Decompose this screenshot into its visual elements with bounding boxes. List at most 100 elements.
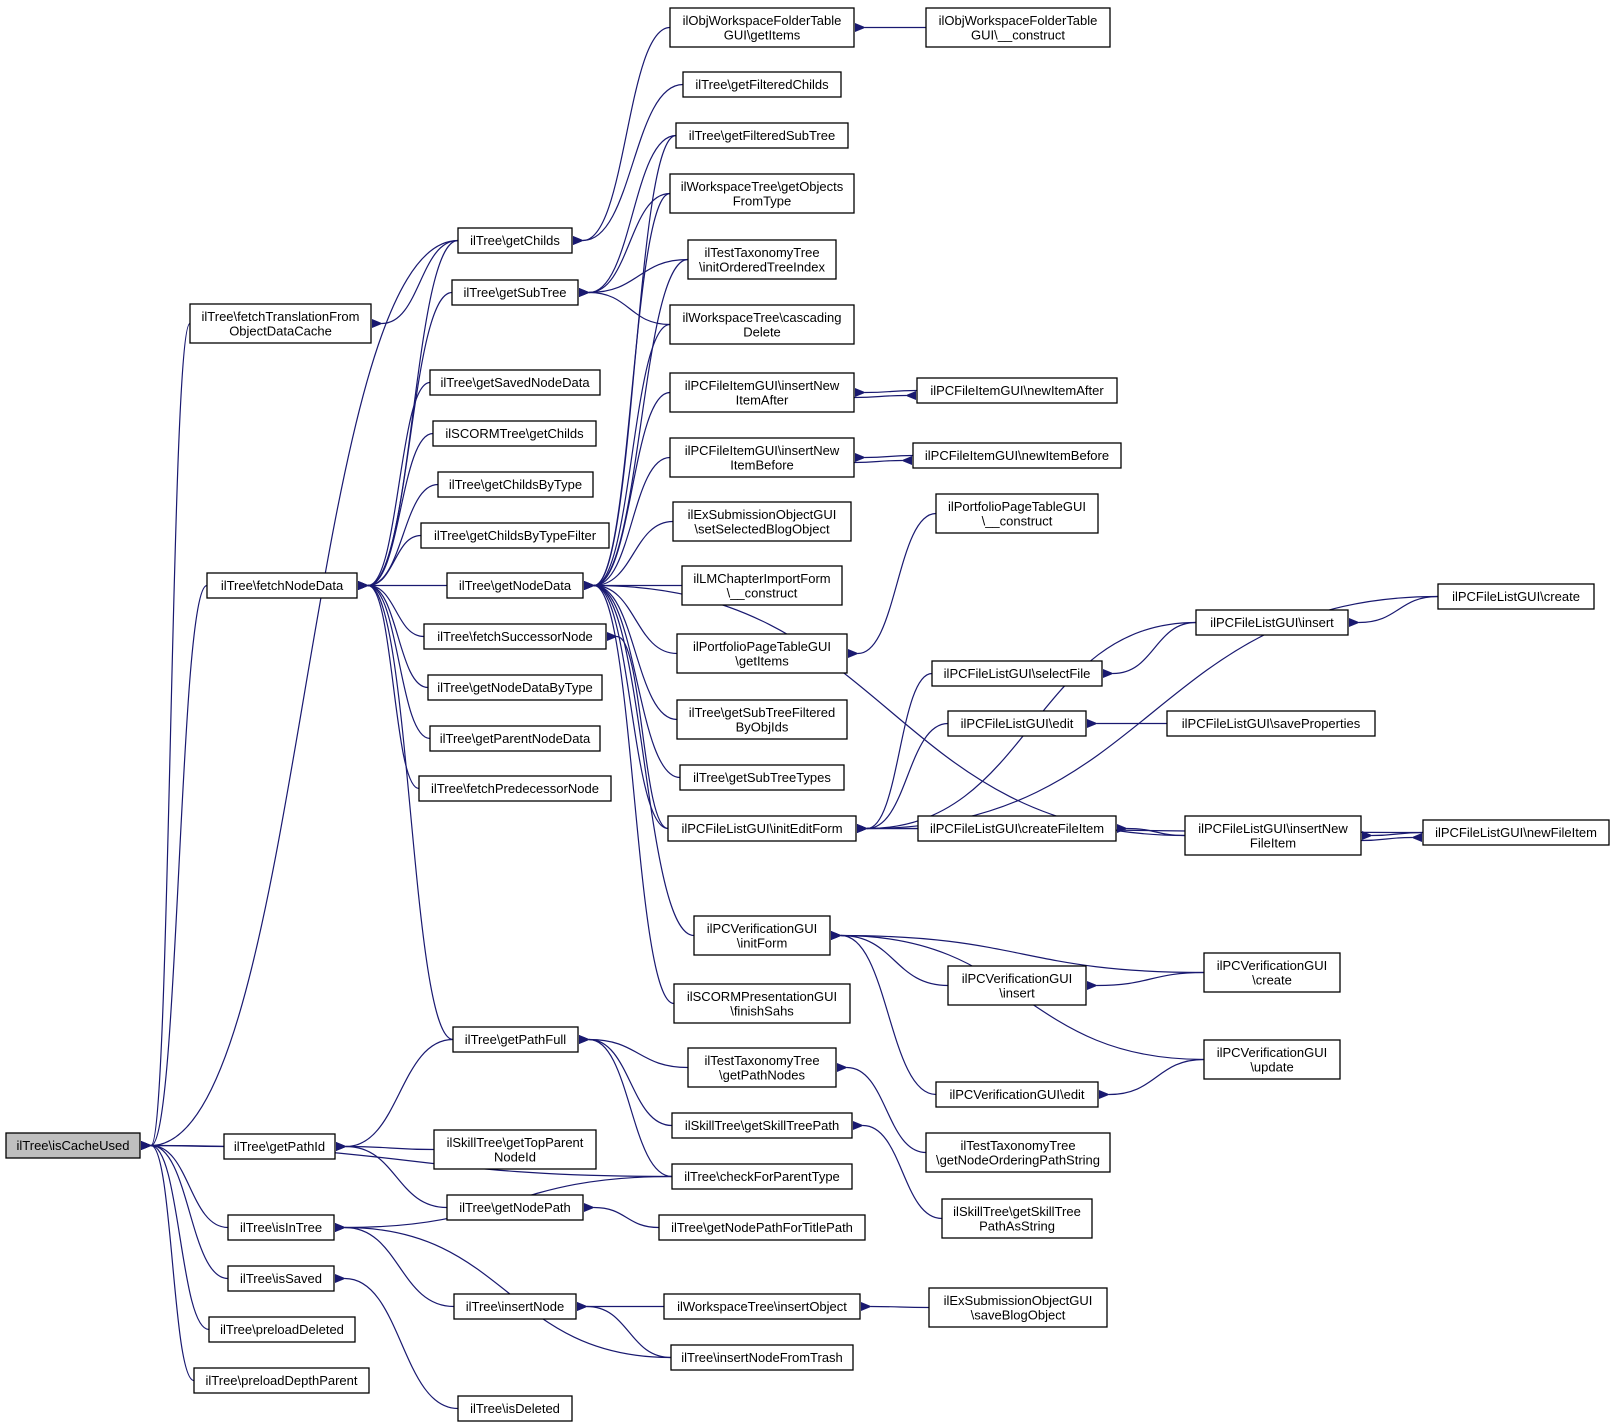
node-box xyxy=(669,372,855,413)
node-getChilds: ilTree\getChilds xyxy=(457,227,573,254)
node-box xyxy=(676,633,848,674)
node-box xyxy=(941,1198,1093,1239)
node-fetchNodeData: ilTree\fetchNodeData xyxy=(206,572,358,599)
node-box xyxy=(446,572,584,599)
node-getNodeDataByType: ilTree\getNodeDataByType xyxy=(427,674,603,701)
node-label: ilPCFileListGUI\selectFile xyxy=(944,666,1091,681)
node-label: ilSkillTree\getSkillTreePath xyxy=(685,1118,839,1133)
node-label: ilSCORMPresentationGUI xyxy=(687,989,837,1004)
node-box xyxy=(682,71,842,98)
node-box xyxy=(671,1163,853,1190)
edge-isSaved-isDeleted xyxy=(334,1273,459,1410)
edge-portfolioGetItems-portfolioConstruct xyxy=(847,512,937,659)
node-label: ObjectDataCache xyxy=(229,323,332,338)
node-label: ilTestTaxonomyTree xyxy=(960,1138,1075,1153)
node-label: ilTree\insertNodeFromTrash xyxy=(681,1350,843,1365)
node-label: ilSkillTree\getSkillTree xyxy=(953,1204,1081,1219)
node-pcFileListSaveProperties: ilPCFileListGUI\saveProperties xyxy=(1166,710,1376,737)
node-box xyxy=(675,122,849,149)
edge-wsInsertObject-exSubSaveBlogObject xyxy=(860,1301,930,1311)
edge-pcFileItemInsertNewItemBefore-pcFileItemNewItemBefore xyxy=(854,453,914,463)
edge-fetchNodeData-getPathFull xyxy=(357,580,454,1041)
node-pcFileItemNewItemBefore: ilPCFileItemGUI\newItemBefore xyxy=(912,442,1122,469)
node-label: ilObjWorkspaceFolderTable xyxy=(939,13,1098,28)
node-box xyxy=(676,699,848,740)
node-box xyxy=(947,710,1087,737)
node-label: ilPCVerificationGUI xyxy=(707,921,818,936)
node-label: ilLMChapterImportForm xyxy=(693,571,830,586)
node-box xyxy=(673,983,851,1024)
node-label: ilTree\getNodeDataByType xyxy=(437,680,593,695)
node-exSubSaveBlogObject: ilExSubmissionObjectGUI\saveBlogObject xyxy=(928,1287,1108,1328)
node-label: ilTree\isInTree xyxy=(240,1220,322,1235)
node-box xyxy=(916,377,1118,404)
node-getNodePathForTitlePath: ilTree\getNodePathForTitlePath xyxy=(658,1214,866,1241)
node-isSaved: ilTree\isSaved xyxy=(227,1265,335,1292)
node-label: ilTree\fetchTranslationFrom xyxy=(202,309,360,324)
node-label: ilExSubmissionObjectGUI xyxy=(688,507,837,522)
node-fetchTranslationFromObjectDataCache: ilTree\fetchTranslationFromObjectDataCac… xyxy=(189,303,372,344)
node-label: ilTree\insertNode xyxy=(466,1299,565,1314)
node-box xyxy=(453,1293,577,1320)
node-box xyxy=(928,1287,1108,1328)
node-scormPresFinishSahs: ilSCORMPresentationGUI\finishSahs xyxy=(673,983,851,1024)
node-label: FileItem xyxy=(1250,835,1296,850)
node-box xyxy=(1203,952,1341,993)
node-box xyxy=(208,1316,356,1343)
node-label: ilPCFileItemGUI\insertNew xyxy=(685,443,840,458)
node-box xyxy=(223,1133,336,1160)
node-label: ilPCFileListGUI\insertNew xyxy=(1198,821,1348,836)
edge-getNodeData-scormPresFinishSahs xyxy=(583,580,675,1005)
edge-fetchNodeData-fetchSuccessorNode xyxy=(357,580,425,638)
edge-isInTree-insertNodeFromTrash xyxy=(334,1222,672,1359)
node-box xyxy=(427,674,603,701)
node-pcFileListSelectFile: ilPCFileListGUI\selectFile xyxy=(931,660,1103,687)
node-box xyxy=(429,725,601,752)
edge-pcFileListSelectFile-pcFileListInsert xyxy=(1102,621,1197,679)
edge-getChilds-objWsFolderGetItems xyxy=(572,26,671,246)
node-box xyxy=(672,501,852,542)
node-box xyxy=(687,1047,837,1088)
node-portfolioGetItems: ilPortfolioPageTableGUI\getItems xyxy=(676,633,848,674)
edge-isInTree-insertNode xyxy=(334,1222,455,1308)
node-taxGetPathNodes: ilTestTaxonomyTree\getPathNodes xyxy=(687,1047,837,1088)
edge-pcFileListNewFileItem-pcFileListInsertNewFileItem xyxy=(1360,832,1423,842)
node-label: ilTree\getSubTree xyxy=(463,285,566,300)
node-box xyxy=(669,304,855,345)
edge-isCacheUsed-isInTree xyxy=(140,1140,229,1229)
node-pcVerificationUpdate: ilPCVerificationGUI\update xyxy=(1203,1039,1341,1080)
node-label: ilTree\preloadDepthParent xyxy=(206,1373,358,1388)
node-pcVerificationEdit: ilPCVerificationGUI\edit xyxy=(935,1081,1099,1108)
node-label: \saveBlogObject xyxy=(971,1307,1066,1322)
node-box xyxy=(418,775,612,802)
node-label: ilTree\getSubTreeFiltered xyxy=(689,705,835,720)
node-box xyxy=(687,239,837,280)
edge-getSubTree-taxInitOrderedTreeIndex xyxy=(578,258,689,298)
node-lmChapterImportConstruct: ilLMChapterImportForm\__construct xyxy=(681,565,843,606)
edge-pcVerificationEdit-pcVerificationUpdate xyxy=(1098,1058,1205,1100)
edge-fetchNodeData-getSubTree xyxy=(357,291,453,591)
edge-getPathFull-taxGetPathNodes xyxy=(578,1034,689,1069)
node-label: ilPCVerificationGUI xyxy=(1217,958,1328,973)
node-preloadDeleted: ilTree\preloadDeleted xyxy=(208,1316,356,1343)
node-label: ilPortfolioPageTableGUI xyxy=(948,499,1086,514)
edge-pcFileListCreateFileItem-pcFileListInsertNewFileItem xyxy=(1116,823,1186,837)
edge-fetchNodeData-getNodeDataByType xyxy=(357,580,429,689)
node-getChildsByType: ilTree\getChildsByType xyxy=(437,471,594,498)
node-box xyxy=(457,227,573,254)
edge-insertNode-insertNodeFromTrash xyxy=(576,1301,672,1359)
node-label: ItemBefore xyxy=(730,457,794,472)
node-label: ilPCFileItemGUI\newItemBefore xyxy=(925,448,1109,463)
edge-pcVerificationInsert-pcVerificationCreate xyxy=(1086,971,1205,991)
node-label: ilTree\getNodeData xyxy=(459,578,572,593)
node-label: ilTestTaxonomyTree xyxy=(704,1053,819,1068)
edge-getNodeData-wsCascadingDelete xyxy=(583,323,671,591)
node-label: ilTree\getPathFull xyxy=(465,1032,567,1047)
edge-pcFileListInitEditForm-pcFileListSelectFile xyxy=(856,672,933,834)
node-label: ilWorkspaceTree\insertObject xyxy=(677,1299,847,1314)
node-label: ilTree\getChildsByType xyxy=(449,477,582,492)
node-box xyxy=(1437,583,1595,610)
node-label: ilPCFileListGUI\saveProperties xyxy=(1182,716,1361,731)
